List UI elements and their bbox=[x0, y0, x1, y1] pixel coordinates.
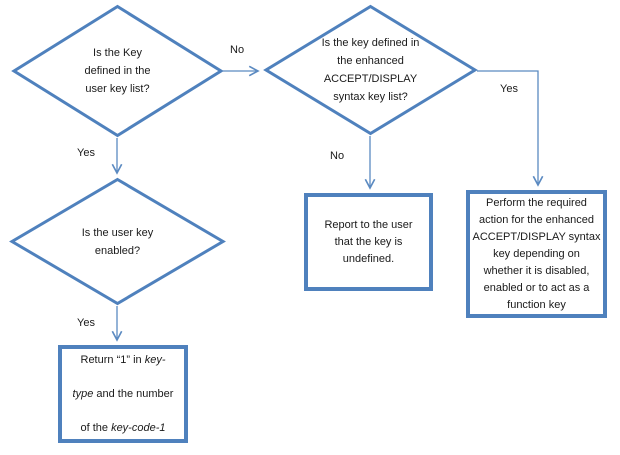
decision-key-in-user-list-text: Is the Key defined in the user key list? bbox=[84, 47, 151, 95]
decision-user-key-enabled: Is the user key enabled? bbox=[9, 177, 226, 306]
return-text-line1-italic: key- bbox=[144, 353, 166, 366]
diamond-shape bbox=[263, 4, 478, 136]
return-text-line3-normal: of the bbox=[80, 421, 112, 434]
decision-key-in-user-list: Is the Key defined in the user key list? bbox=[11, 4, 224, 138]
decision-key-in-enhanced-list: Is the key defined in the enhanced ACCEP… bbox=[263, 4, 478, 136]
process-report-undefined: Report to the user that the key is undef… bbox=[304, 193, 433, 291]
return-text-line1: Return “1” in key- bbox=[73, 352, 174, 369]
return-text-line2: type and the number bbox=[73, 386, 174, 403]
process-perform-action: Perform the required action for the enha… bbox=[466, 190, 607, 318]
diamond-shape bbox=[11, 4, 224, 138]
return-text-line2-italic: type bbox=[72, 387, 94, 400]
process-report-undefined-text: Report to the user that the key is undef… bbox=[324, 218, 413, 265]
process-perform-action-text: Perform the required action for the enha… bbox=[472, 196, 601, 311]
process-return-key-type-text: Return “1” in key- type and the number o… bbox=[73, 335, 174, 454]
process-return-key-type: Return “1” in key- type and the number o… bbox=[58, 345, 188, 443]
return-text-line2-normal: and the number bbox=[93, 387, 174, 400]
edge-label-no-d1-d2: No bbox=[230, 44, 245, 56]
return-text-line1-normal: Return “1” in bbox=[80, 353, 145, 366]
edge-label-yes-d3-return: Yes bbox=[77, 317, 95, 329]
edge-label-no-d2-report: No bbox=[330, 150, 345, 162]
diamond-shape bbox=[9, 177, 226, 306]
edge-label-yes-d1-d3: Yes bbox=[77, 147, 95, 159]
decision-key-in-enhanced-list-text: Is the key defined in the enhanced ACCEP… bbox=[321, 37, 420, 103]
edge-label-yes-d2-perform: Yes bbox=[500, 83, 518, 95]
decision-user-key-enabled-text: Is the user key enabled? bbox=[81, 226, 154, 257]
return-text-line3-italic: key-code-1 bbox=[111, 421, 166, 434]
return-text-line3: of the key-code-1 bbox=[73, 420, 174, 437]
